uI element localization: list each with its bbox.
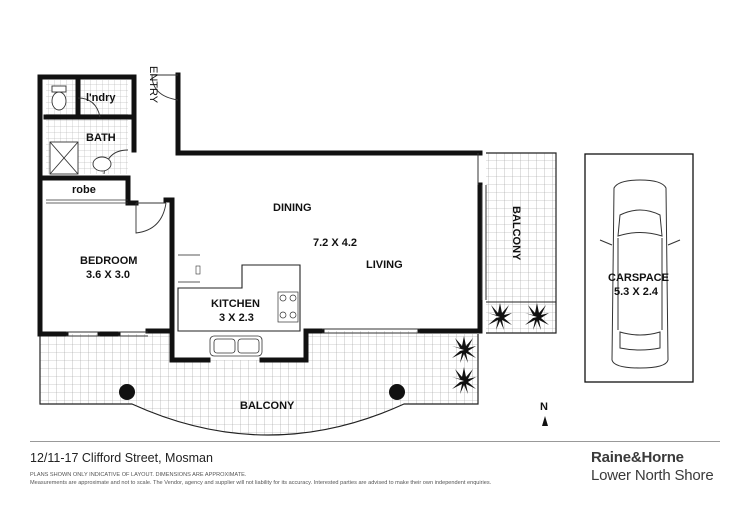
side-balcony-outline bbox=[486, 152, 557, 334]
brand-logo-line-1: Raine&Horne bbox=[591, 449, 684, 466]
north-label: N bbox=[540, 401, 548, 413]
column-right bbox=[389, 384, 405, 400]
disclaimer-line-1: PLANS SHOWN ONLY INDICATIVE OF LAYOUT. D… bbox=[30, 472, 247, 478]
sink-icon bbox=[209, 335, 263, 357]
plant-icon bbox=[488, 303, 512, 330]
carspace-outline bbox=[584, 153, 694, 383]
doors bbox=[77, 74, 179, 234]
bath-label: BATH bbox=[86, 132, 116, 144]
kitchen-label: KITCHEN bbox=[211, 298, 260, 310]
carspace-label: CARSPACE bbox=[608, 272, 669, 284]
living-size: 7.2 X 4.2 bbox=[313, 237, 357, 249]
kitchen-bench bbox=[177, 254, 301, 332]
brand-logo-line-2: Lower North Shore bbox=[591, 467, 714, 484]
plant-icon bbox=[525, 303, 549, 330]
living-label: LIVING bbox=[366, 259, 403, 271]
disclaimer-line-2: Measurements are approximate and not to … bbox=[30, 480, 492, 486]
bedroom-label: BEDROOM bbox=[80, 255, 137, 267]
car-icon bbox=[599, 179, 681, 369]
entry-label: ENTRY bbox=[147, 66, 159, 104]
side-balcony-label: BALCONY bbox=[510, 206, 522, 261]
carspace-size: 5.3 X 2.4 bbox=[614, 286, 659, 298]
bedroom-size: 3.6 X 3.0 bbox=[86, 269, 130, 281]
kitchen-size: 3 X 2.3 bbox=[219, 312, 254, 324]
robe-label: robe bbox=[72, 184, 96, 196]
property-address: 12/11-17 Clifford Street, Mosman bbox=[30, 451, 213, 465]
front-balcony-tiles bbox=[40, 331, 478, 435]
bath-fixtures bbox=[49, 85, 112, 175]
plant-icon bbox=[452, 367, 476, 394]
column-left bbox=[119, 384, 135, 400]
side-balcony-tiles bbox=[486, 153, 556, 333]
balcony-outline bbox=[39, 334, 479, 436]
dining-label: DINING bbox=[273, 202, 312, 214]
windows bbox=[66, 153, 487, 337]
north-arrow-icon bbox=[542, 416, 548, 426]
laundry-label: l'ndry bbox=[86, 92, 116, 104]
front-balcony-label: BALCONY bbox=[240, 400, 295, 412]
robe-doors bbox=[46, 199, 128, 204]
cooktop-icon bbox=[277, 291, 299, 323]
walls bbox=[37, 72, 483, 363]
footer-divider bbox=[30, 441, 720, 442]
plant-icon bbox=[452, 336, 476, 363]
